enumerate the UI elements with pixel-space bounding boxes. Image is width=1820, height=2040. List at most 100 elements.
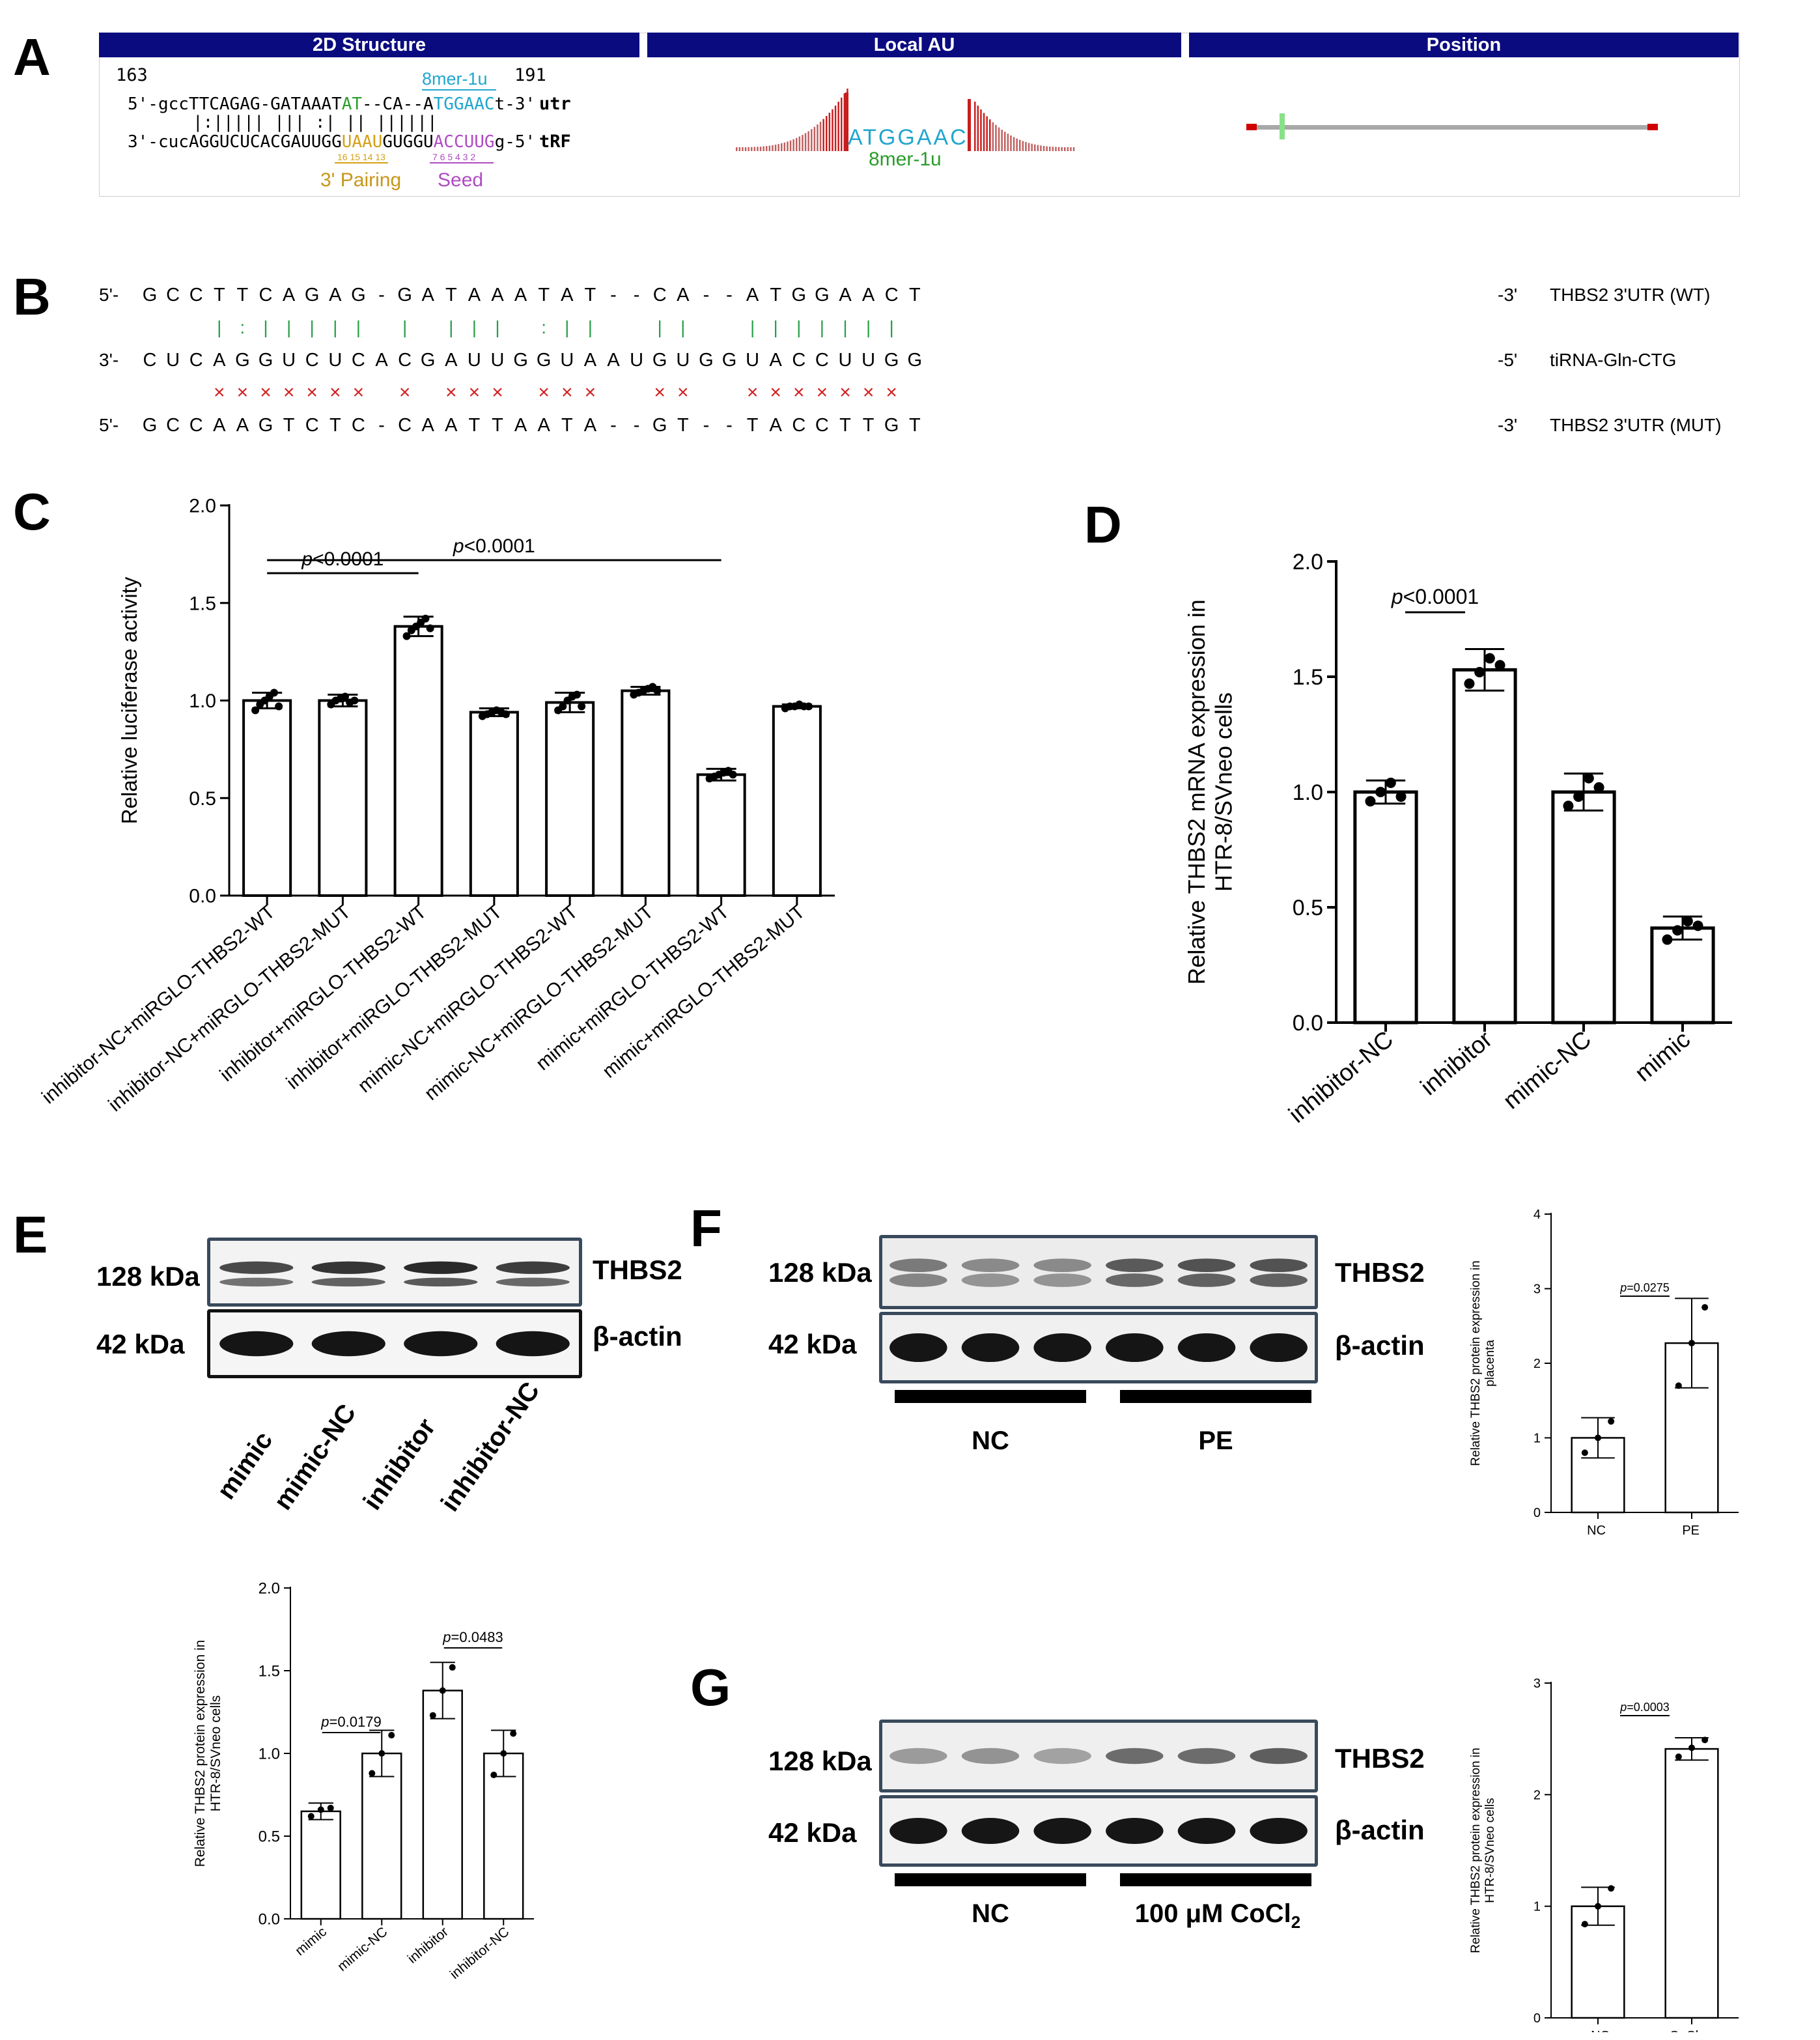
mutation-mark: ×: [817, 382, 828, 403]
au-bar: [751, 147, 753, 151]
bar: [545, 701, 595, 897]
au-bar: [1057, 147, 1060, 151]
bar: [621, 689, 671, 897]
three-prime-pairing-label: 3' Pairing: [320, 169, 401, 191]
start-position: 163: [116, 65, 148, 85]
au-bar: [995, 124, 997, 151]
nucleotide: T: [237, 285, 249, 305]
nucleotide: T: [214, 285, 225, 305]
row-end-left: 5'-: [99, 285, 119, 305]
g-group-bar-nc: [895, 1873, 1086, 1886]
data-point: [1688, 1744, 1695, 1751]
base-pair-mark: :: [240, 317, 245, 337]
row-name: tiRNA-Gln-CTG: [1550, 350, 1676, 370]
p-value-label: p<0.0001: [1391, 585, 1479, 608]
x-tick-label: mimic: [1630, 1026, 1695, 1086]
data-point: [729, 771, 737, 779]
data-point: [1375, 787, 1386, 797]
y-tick-label: 1.0: [1293, 780, 1323, 805]
band: [404, 1277, 478, 1287]
nucleotide: G: [908, 350, 923, 371]
au-bar: [983, 113, 985, 151]
nucleotide: A: [329, 285, 342, 305]
panel-label-g: G: [690, 1658, 731, 1716]
f-kda-top: 128 kDa: [768, 1257, 872, 1288]
row-name: THBS2 3'UTR (MUT): [1550, 415, 1722, 435]
nucleotide: U: [676, 350, 690, 371]
nucleotide: C: [166, 285, 180, 305]
y-tick-label: 0.5: [1293, 896, 1323, 920]
y-axis-label: Relative THBS2 mRNA expression in: [1183, 599, 1210, 985]
au-bar: [1043, 146, 1045, 151]
p-value-label: p=0.0179: [320, 1714, 381, 1730]
g-group-bar-cocl2: [1120, 1873, 1311, 1886]
au-bar: [781, 143, 783, 151]
data-point: [1595, 1903, 1601, 1910]
au-bar: [1064, 147, 1066, 151]
nucleotide: T: [445, 285, 457, 305]
p-value: <0.0001: [1403, 585, 1479, 608]
blot-bands: [882, 1798, 1315, 1863]
data-point: [1701, 1736, 1709, 1744]
au-bar: [804, 133, 807, 151]
band: [219, 1277, 294, 1287]
bar: [393, 625, 443, 897]
nucleotide: T: [839, 415, 851, 436]
data-point: [421, 614, 430, 623]
y-tick-label: 0: [1533, 1506, 1541, 1520]
nucleotide: A: [514, 285, 527, 305]
au-bar: [1070, 147, 1072, 151]
au-bar: [845, 92, 848, 151]
mutation-mark: ×: [283, 382, 295, 403]
band: [1106, 1273, 1164, 1287]
p-symbol: p: [1391, 585, 1403, 608]
au-bar: [1046, 146, 1048, 151]
au-bar: [1067, 147, 1069, 151]
data-point: [439, 1687, 446, 1694]
y-tick-label: 1.5: [259, 1662, 280, 1680]
band: [1033, 1258, 1091, 1272]
data-point: [1464, 678, 1475, 689]
base-pair-mark: |: [495, 317, 499, 337]
bar: [422, 1690, 463, 1920]
band: [311, 1331, 385, 1357]
p-value-label: p=0.0483: [442, 1629, 503, 1645]
mutation-mark: ×: [561, 382, 573, 403]
band: [961, 1818, 1020, 1844]
au-bar: [1010, 135, 1012, 151]
au-bar: [819, 121, 822, 151]
base-pair-mark: |: [889, 317, 894, 337]
x-tick-label: mimic: [292, 1924, 329, 1959]
row-end-left: 3'-: [99, 350, 119, 370]
mutation-mark: ×: [747, 382, 759, 403]
au-bar: [968, 99, 971, 151]
mutation-mark: ×: [654, 382, 665, 403]
nucleotide: T: [770, 285, 781, 305]
x-tick-label: CoCl2: [1670, 2029, 1703, 2032]
band: [219, 1331, 294, 1357]
nucleotide: G: [421, 350, 436, 371]
base-pair-mark: |: [333, 317, 337, 337]
nucleotide: A: [607, 350, 620, 371]
data-point: [578, 702, 586, 711]
pairing-lines: |:||||| ||| :| || ||||||: [193, 113, 438, 132]
data-point: [327, 1804, 334, 1811]
band: [889, 1258, 947, 1272]
nucleotide: G: [513, 350, 528, 371]
nucleotide: G: [652, 415, 667, 436]
data-point: [1365, 796, 1376, 807]
data-point: [426, 624, 434, 632]
mutation-mark: ×: [793, 382, 805, 403]
data-point: [1688, 1340, 1695, 1347]
panel-label-c: C: [13, 483, 51, 541]
blot-background: [882, 1315, 1315, 1380]
mutation-mark: ×: [260, 382, 272, 403]
nucleotide: C: [189, 415, 203, 436]
nucleotide: A: [236, 415, 249, 436]
nucleotide: C: [305, 415, 319, 436]
mutation-mark: ×: [770, 382, 781, 403]
band: [1177, 1273, 1236, 1287]
band: [1250, 1333, 1308, 1362]
data-point: [1563, 800, 1574, 812]
